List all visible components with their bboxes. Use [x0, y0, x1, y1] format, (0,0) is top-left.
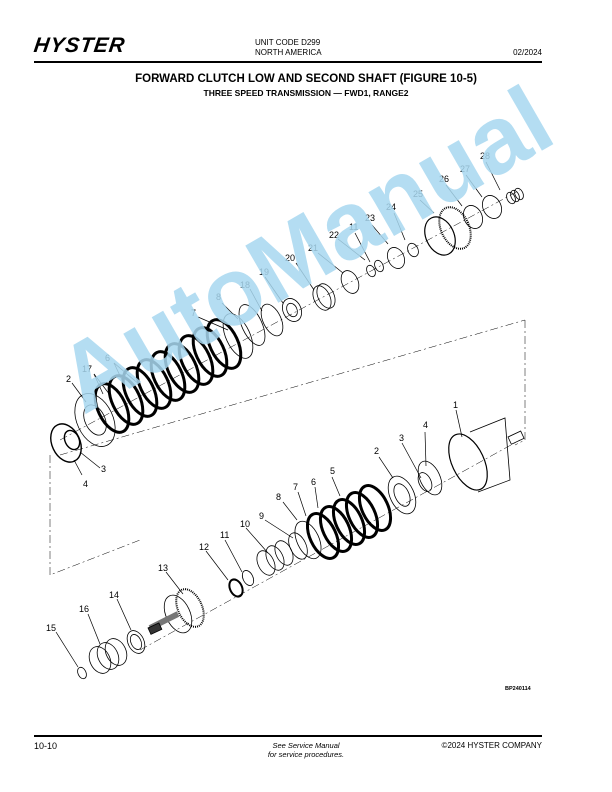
page-title: FORWARD CLUTCH LOW AND SECOND SHAFT (FIG… — [135, 73, 477, 85]
svg-text:18: 18 — [240, 280, 250, 290]
header-date: 02/2024 — [513, 48, 542, 57]
svg-text:8: 8 — [216, 292, 221, 302]
svg-text:7: 7 — [191, 308, 196, 318]
footer-note: See Service Manual for service procedure… — [0, 741, 612, 759]
svg-text:21: 21 — [308, 243, 318, 253]
page-number: 10-10 — [34, 741, 58, 751]
svg-text:3: 3 — [101, 464, 106, 474]
svg-text:2: 2 — [66, 374, 71, 384]
svg-text:22: 22 — [329, 230, 339, 240]
svg-text:25: 25 — [413, 189, 423, 199]
footer-note-line1: See Service Manual — [272, 741, 340, 750]
svg-text:6: 6 — [105, 353, 110, 363]
svg-text:1: 1 — [453, 400, 458, 410]
svg-text:19: 19 — [259, 267, 269, 277]
svg-text:12: 12 — [199, 542, 209, 552]
svg-text:8: 8 — [276, 492, 281, 502]
svg-text:11: 11 — [349, 222, 358, 232]
region: NORTH AMERICA — [255, 48, 322, 57]
copyright: ©2024 HYSTER COMPANY — [441, 741, 542, 750]
footer-rule — [34, 735, 542, 737]
svg-text:7: 7 — [293, 482, 298, 492]
unit-code: UNIT CODE D299 — [255, 38, 321, 47]
svg-text:27: 27 — [460, 164, 470, 174]
svg-text:16: 16 — [79, 604, 89, 614]
svg-text:9: 9 — [259, 511, 264, 521]
svg-text:10: 10 — [240, 519, 250, 529]
svg-text:13: 13 — [158, 563, 168, 573]
svg-text:4: 4 — [83, 479, 88, 489]
svg-text:24: 24 — [386, 202, 396, 212]
svg-text:15: 15 — [46, 623, 56, 633]
unit-info: UNIT CODE D299 NORTH AMERICA — [255, 38, 322, 58]
svg-text:26: 26 — [439, 174, 449, 184]
svg-text:4: 4 — [423, 420, 428, 430]
header-rule — [34, 61, 542, 63]
svg-text:3: 3 — [399, 433, 404, 443]
svg-text:2: 2 — [374, 446, 379, 456]
svg-text:20: 20 — [285, 253, 295, 263]
svg-text:14: 14 — [109, 590, 119, 600]
footer-note-line2: for service procedures. — [267, 750, 345, 759]
svg-text:5: 5 — [330, 466, 335, 476]
svg-text:17: 17 — [82, 364, 92, 374]
svg-text:23: 23 — [365, 213, 375, 223]
svg-text:6: 6 — [311, 477, 316, 487]
svg-text:28: 28 — [480, 151, 490, 161]
page-subtitle: THREE SPEED TRANSMISSION — FWD1, RANGE2 — [203, 88, 409, 98]
svg-text:11: 11 — [220, 530, 229, 540]
figure-id: BP240114 — [505, 686, 531, 692]
